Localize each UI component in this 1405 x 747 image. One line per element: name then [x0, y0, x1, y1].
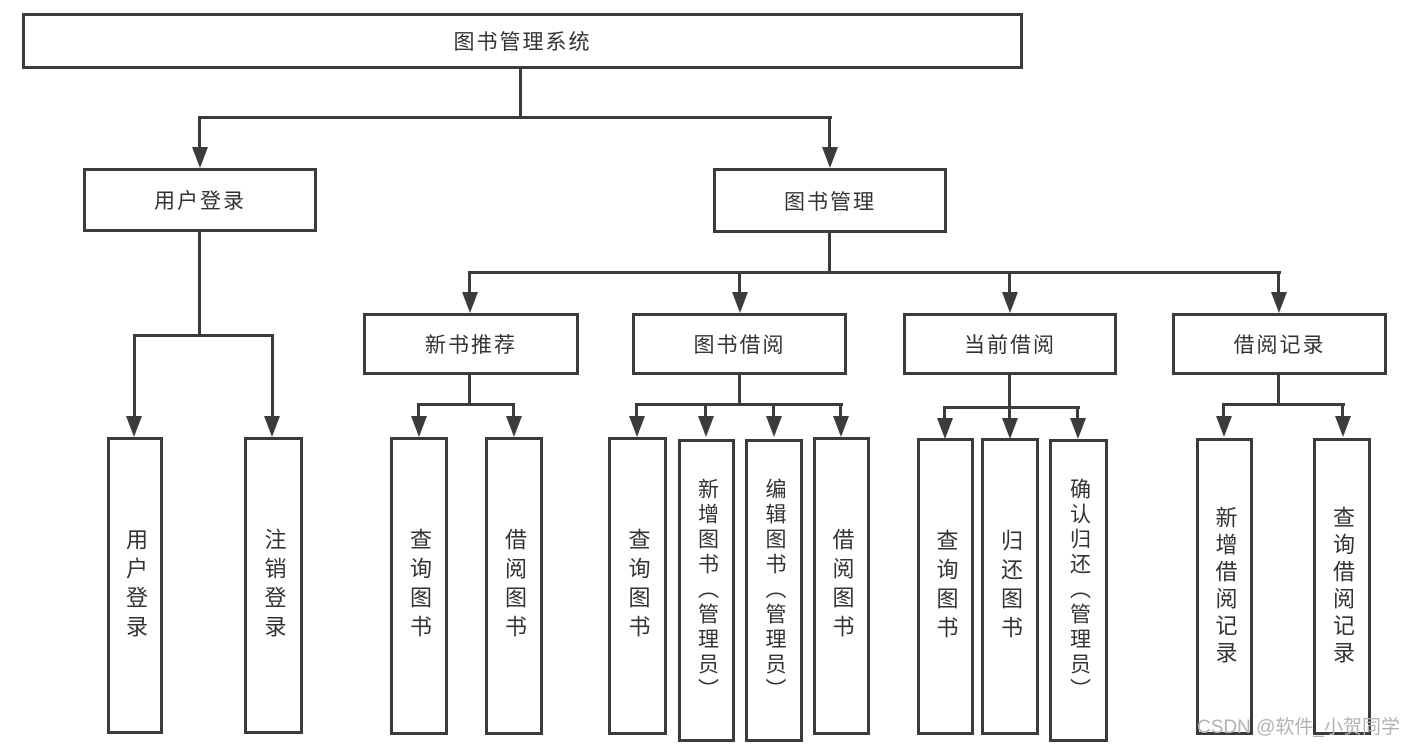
arrowhead-cb-return-books — [1002, 418, 1018, 439]
arrowhead-new-book-recommend — [462, 292, 478, 313]
drop-line-user-login — [198, 116, 201, 150]
node-borrow-records: 借阅记录 — [1172, 313, 1387, 375]
drop-line-cb-confirm-return — [1076, 406, 1079, 420]
leaf-logout: 注销登录 — [244, 437, 303, 734]
drop-line-bb-query-books — [635, 403, 638, 417]
arrowhead-bb-query-books — [629, 416, 645, 437]
leaf-bb-add-books-admin: 新增图书（管理员） — [678, 439, 735, 742]
leaf-user-login: 用户登录 — [107, 437, 163, 734]
root-trunk-line — [519, 69, 522, 117]
drop-line-br-add-record — [1222, 403, 1225, 417]
drop-line-nb-query-books — [417, 403, 420, 417]
leaf-nb-query-books-label: 查询图书 — [407, 528, 432, 644]
leaf-user-login-label: 用户登录 — [123, 527, 148, 644]
leaf-bb-query-books: 查询图书 — [608, 437, 667, 735]
drop-line-leaf-logout — [271, 334, 274, 418]
leaf-bb-edit-books-admin: 编辑图书（管理员） — [745, 439, 803, 742]
node-user-login-label: 用户登录 — [154, 190, 246, 213]
node-borrow-records-label: 借阅记录 — [1233, 334, 1326, 357]
leaf-bb-edit-books-admin-label: 编辑图书（管理员） — [763, 478, 786, 703]
leaf-bb-borrow-books-label: 借阅图书 — [829, 528, 855, 644]
book-borrow-branch-line — [635, 403, 843, 406]
leaf-bb-borrow-books: 借阅图书 — [813, 437, 870, 735]
leaf-cb-query-books-label: 查询图书 — [933, 528, 959, 645]
new-book-recommend-trunk-line — [468, 375, 471, 406]
arrowhead-nb-query-books — [411, 416, 427, 437]
user-login-branch-line — [133, 334, 274, 337]
level2-branch-line — [198, 116, 832, 119]
current-borrow-trunk-line — [1008, 375, 1011, 409]
leaf-br-query-record: 查询借阅记录 — [1313, 438, 1371, 735]
drop-line-book-borrow — [738, 271, 741, 293]
arrowhead-br-add-record — [1216, 416, 1232, 437]
arrowhead-leaf-user-login — [126, 416, 142, 437]
book-management-trunk-line — [828, 232, 831, 274]
node-book-borrow: 图书借阅 — [632, 313, 847, 375]
drop-line-nb-borrow-books — [512, 403, 515, 417]
drop-line-cb-query-books — [943, 406, 946, 420]
node-new-book-recommend-label: 新书推荐 — [425, 334, 517, 357]
arrowhead-bb-edit-books — [766, 416, 782, 437]
node-current-borrow-label: 当前借阅 — [964, 334, 1056, 357]
arrowhead-cb-query-books — [937, 418, 953, 439]
node-new-book-recommend: 新书推荐 — [363, 313, 579, 375]
drop-line-br-query-record — [1341, 403, 1344, 417]
arrowhead-book-borrow — [732, 292, 748, 313]
csdn-watermark: CSDN @软件_小贺同学 — [1197, 717, 1400, 738]
arrowhead-leaf-logout — [264, 416, 280, 437]
drop-line-current-borrow — [1008, 271, 1011, 293]
level3-branch-line — [468, 271, 1281, 274]
borrow-records-trunk-line — [1277, 375, 1280, 406]
leaf-bb-query-books-label: 查询图书 — [625, 528, 651, 644]
leaf-cb-return-books: 归还图书 — [981, 438, 1039, 735]
node-user-login: 用户登录 — [83, 168, 317, 232]
drop-line-bb-add-books — [704, 403, 707, 417]
new-book-recommend-branch-line — [417, 403, 515, 406]
leaf-br-query-record-label: 查询借阅记录 — [1330, 505, 1355, 668]
leaf-cb-query-books: 查询图书 — [917, 438, 974, 735]
arrowhead-br-query-record — [1335, 416, 1351, 437]
drop-line-borrow-records — [1277, 271, 1280, 293]
borrow-records-branch-line — [1222, 403, 1345, 406]
arrowhead-user-login — [192, 147, 208, 168]
node-root-label: 图书管理系统 — [453, 31, 592, 54]
arrowhead-bb-borrow-books — [833, 416, 849, 437]
node-book-borrow-label: 图书借阅 — [693, 334, 786, 357]
current-borrow-branch-line — [943, 406, 1080, 409]
arrowhead-bb-add-books — [698, 416, 714, 437]
drop-line-new-book-recommend — [468, 271, 471, 293]
leaf-cb-confirm-return-admin: 确认归还（管理员） — [1049, 439, 1108, 742]
arrowhead-nb-borrow-books — [506, 416, 522, 437]
node-root-library-system: 图书管理系统 — [22, 13, 1023, 69]
drop-line-bb-edit-books — [772, 403, 775, 417]
arrowhead-current-borrow — [1002, 292, 1018, 313]
leaf-bb-add-books-admin-label: 新增图书（管理员） — [695, 478, 719, 703]
leaf-cb-return-books-label: 归还图书 — [998, 528, 1023, 645]
arrowhead-cb-confirm-return — [1070, 418, 1086, 439]
node-book-management: 图书管理 — [713, 168, 947, 233]
node-current-borrow: 当前借阅 — [903, 313, 1117, 375]
arrowhead-book-management — [822, 147, 838, 168]
drop-line-book-management — [828, 116, 831, 150]
node-book-management-label: 图书管理 — [784, 190, 876, 214]
leaf-br-add-record: 新增借阅记录 — [1196, 438, 1253, 735]
leaf-nb-borrow-books-label: 借阅图书 — [502, 528, 527, 644]
leaf-logout-label: 注销登录 — [261, 527, 287, 644]
arrowhead-borrow-records — [1271, 292, 1287, 313]
book-borrow-trunk-line — [738, 375, 741, 406]
drop-line-leaf-user-login — [133, 334, 136, 418]
drop-line-bb-borrow-books — [839, 403, 842, 417]
drop-line-cb-return-books — [1008, 406, 1011, 420]
leaf-br-add-record-label: 新增借阅记录 — [1212, 505, 1238, 668]
user-login-trunk-line — [198, 232, 201, 336]
leaf-nb-borrow-books: 借阅图书 — [485, 437, 543, 735]
leaf-nb-query-books: 查询图书 — [390, 437, 448, 735]
leaf-cb-confirm-return-admin-label: 确认归还（管理员） — [1067, 478, 1091, 703]
